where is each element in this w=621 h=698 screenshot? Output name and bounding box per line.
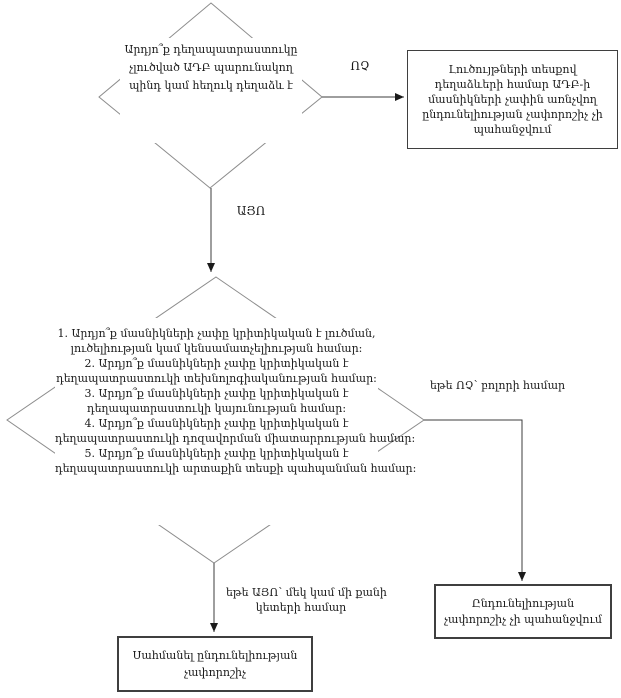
box-line: Ընդունելիության — [471, 596, 575, 610]
label-yes: ԱՅՈ — [236, 204, 266, 218]
label-if-yes-line: եթե ԱՅՈ՝ մեկ կամ մի քանի — [226, 586, 387, 599]
question-4-line: դեղապատրաստուկի դոզավորման միատարրության… — [55, 432, 416, 445]
arrow-if-no-icon — [424, 419, 526, 581]
process-box-no-criterion-required: Ընդունելիության չափորոշիչ չի պահանջվում — [434, 584, 612, 639]
question-4-line: 4. Արդյո՞ք մասնիկների չափը կրիտիկական է — [84, 417, 349, 430]
question-1-line: 1. Արդյո՞ք մասնիկների չափը կրիտիկական է … — [57, 327, 376, 340]
box-line: ընդունելիության չափորոշիչ չի — [422, 108, 603, 121]
box-line: մասնիկների չափին առնչվող — [428, 93, 597, 106]
decision-1-line: Արդյո՞ք դեղապատրաստուկը — [124, 43, 298, 56]
decision-diamond-2: 1. Արդյո՞ք մասնիկների չափը կրիտիկական է … — [55, 318, 417, 525]
question-1-line: լուծելիության կամ կենսամատչելիության համ… — [70, 342, 363, 355]
box-line: պահանջվում — [473, 123, 552, 136]
box-line: Լուծույթների տեսքով — [448, 63, 577, 76]
label-no: ՈՉ — [350, 59, 370, 73]
question-5-line: 5. Արդյո՞ք մասնիկների չափը կրիտիկական է — [84, 447, 349, 460]
decision-1-line: չլուծված ԱԴԲ պարունակող — [129, 61, 293, 74]
decision-1-line: պինդ կամ հեղուկ դեղաձև է — [129, 79, 293, 92]
question-3-line: 3. Արդյո՞ք մասնիկների չափը կրիտիկական է — [84, 387, 349, 400]
label-if-no-for-all: եթե ՈՉ՝ բոլորի համար — [430, 379, 566, 392]
process-box-solutions-no-criterion: Լուծույթների տեսքով դեղաձևերի համար ԱԴԲ-… — [407, 50, 618, 149]
question-2-line: դեղապատրաստուկի տեխնոլոգիականության համա… — [56, 372, 377, 385]
question-5-line: դեղապատրաստուկի արտաքին տեսքի պահպանման … — [55, 462, 417, 475]
box-line: չափորոշիչ — [183, 666, 247, 679]
box-line: դեղաձևերի համար ԱԴԲ-ի — [434, 78, 591, 91]
question-2-line: 2. Արդյո՞ք մասնիկների չափը կրիտիկական է — [84, 357, 349, 370]
box-line: չափորոշիչ չի պահանջվում — [444, 612, 602, 626]
question-3-line: դեղապատրաստուկի կայունության համար: — [86, 402, 347, 415]
decision-diamond-1: Արդյո՞ք դեղապատրաստուկը չլուծված ԱԴԲ պար… — [120, 38, 302, 143]
process-box-set-criterion: Սահմանել ընդունելիության չափորոշիչ — [117, 636, 313, 692]
label-if-yes-line: կետերի համար — [255, 601, 347, 614]
label-if-yes-for-some: եթե ԱՅՈ՝ մեկ կամ մի քանի կետերի համար — [226, 585, 387, 615]
box-line: Սահմանել ընդունելիության — [132, 649, 298, 662]
